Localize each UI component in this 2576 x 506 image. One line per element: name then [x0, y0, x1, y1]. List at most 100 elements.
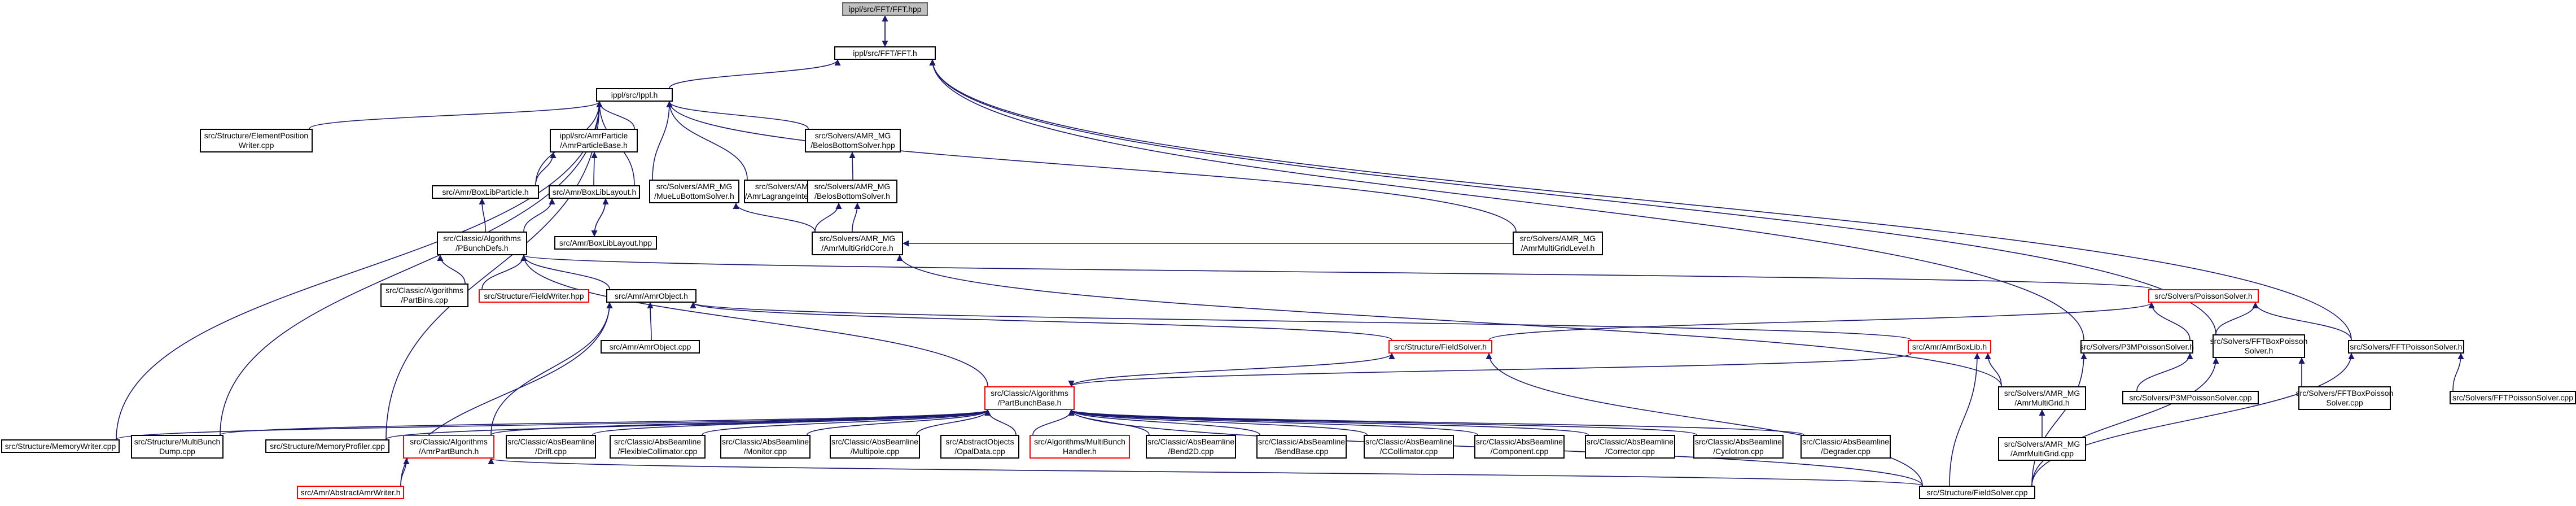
edge-fieldsolverh-to-poissonh — [1488, 302, 2155, 341]
node-bend2d-cpp[interactable]: src/Classic/AbsBeamline /Bend2D.cpp — [1146, 435, 1236, 459]
node-boxlib-layout-hpp[interactable]: src/Amr/BoxLibLayout.hpp — [554, 236, 657, 250]
node-multipole-cpp[interactable]: src/Classic/AbsBeamline /Multipole.cpp — [830, 435, 920, 459]
edge-pbunchdefs-to-boxlibl — [523, 198, 555, 232]
edge-amrpb-to-ipplh — [596, 101, 635, 129]
edge-fieldsolverh-to-amrobjh — [690, 302, 1392, 341]
node-amr-object-h[interactable]: src/Amr/AmrObject.h — [606, 289, 696, 303]
node-amr-particle-base-h[interactable]: ippl/src/AmrParticle /AmrParticleBase.h — [550, 129, 638, 152]
edge-amrobjcpp-to-amrobjh — [647, 302, 654, 341]
node-muelu-bottom-solver-h[interactable]: src/Solvers/AMR_MG /MueLuBottomSolver.h — [649, 180, 739, 203]
edge-boxlibl-to-boxliblhpp — [591, 198, 606, 237]
node-degrader-cpp[interactable]: src/Classic/AbsBeamline /Degrader.cpp — [1800, 435, 1891, 459]
edge-fieldsolvercpp-to-fftboxh — [2031, 357, 2219, 486]
edge-fieldsolvercpp-to-fieldsolverh — [1486, 352, 1923, 486]
node-opal-data-cpp[interactable]: src/AbstractObjects /OpalData.cpp — [940, 435, 1019, 459]
node-amr-multigrid-h[interactable]: src/Solvers/AMR_MG /AmrMultiGrid.h — [1998, 386, 2086, 410]
edge-memwriter-to-ipplh — [116, 101, 603, 440]
node-fft-hpp: ippl/src/FFT/FFT.hpp — [842, 2, 928, 16]
node-multibunch-handler-h[interactable]: src/Algorithms/MultiBunch Handler.h — [1029, 435, 1130, 459]
edge-poissonh-to-pbunchdefs — [521, 254, 2152, 290]
edge-mgcore-to-belh — [852, 202, 861, 232]
node-drift-cpp[interactable]: src/Classic/AbsBeamline /Drift.cpp — [506, 435, 596, 459]
edge-degrader-to-pbase — [1068, 409, 1804, 435]
edge-amrboxlibh-to-amrobjh — [690, 302, 1912, 341]
node-field-writer-hpp[interactable]: src/Structure/FieldWriter.hpp — [479, 289, 589, 303]
node-amr-part-bunch-h[interactable]: src/Classic/Algorithms /AmrPartBunch.h — [403, 435, 494, 459]
node-p3m-poisson-solver-cpp[interactable]: src/Solvers/P3MPoissonSolver.cpp — [2122, 391, 2259, 404]
node-boxlib-layout-h[interactable]: src/Amr/BoxLibLayout.h — [549, 185, 640, 199]
edge-corrector-to-pbase — [1068, 409, 1589, 435]
node-amr-multigrid-cpp[interactable]: src/Solvers/AMR_MG /AmrMultiGrid.cpp — [1998, 437, 2086, 461]
node-memory-writer-cpp[interactable]: src/Structure/MemoryWriter.cpp — [1, 439, 120, 453]
edge-boxlibp-to-amrpb — [535, 151, 557, 186]
node-field-solver-cpp[interactable]: src/Structure/FieldSolver.cpp — [1919, 486, 2035, 499]
edge-pbase-to-pbunchdefs — [520, 254, 988, 387]
node-cyclotron-cpp[interactable]: src/Classic/AbsBeamline /Cyclotron.cpp — [1693, 435, 1784, 459]
edge-component-to-pbase — [1068, 409, 1478, 435]
edge-ccoll-to-pbase — [1068, 409, 1368, 435]
node-amr-object-cpp[interactable]: src/Amr/AmrObject.cpp — [601, 340, 700, 354]
node-pbunch-defs-h[interactable]: src/Classic/Algorithms /PBunchDefs.h — [437, 232, 527, 255]
edge-fftpoissonh-to-poissonh — [2252, 302, 2352, 341]
edge-bendbase-to-pbase — [1068, 409, 1260, 435]
edge-p3mh-to-poissonh — [2148, 302, 2191, 341]
node-corrector-cpp[interactable]: src/Classic/AbsBeamline /Corrector.cpp — [1585, 435, 1675, 459]
node-poisson-solver-h[interactable]: src/Solvers/PoissonSolver.h — [2148, 289, 2259, 303]
edge-multibunchdump-to-ipplh — [220, 101, 603, 435]
node-ippl-h[interactable]: ippl/src/Ippl.h — [596, 88, 673, 102]
edge-pbase-to-fieldsolverh — [1071, 352, 1395, 387]
edge-monitor-to-pbase — [807, 409, 991, 435]
node-fft-box-poisson-solver-cpp[interactable]: src/Solvers/FFTBoxPoisson Solver.cpp — [2296, 386, 2393, 410]
edge-memprof-to-ipplh — [385, 101, 603, 440]
edge-amrboxlibh-to-pbase — [1068, 353, 1912, 387]
edge-mueluh-to-ipplh — [652, 101, 673, 180]
node-component-cpp[interactable]: src/Classic/AbsBeamline /Component.cpp — [1474, 435, 1565, 459]
edge-amrobjh-to-pbunchdefs — [520, 254, 610, 290]
edge-belhpp-to-ipplh — [666, 101, 809, 129]
dependency-edges — [116, 15, 2464, 486]
edge-fieldsolvercpp-to-amrboxlibh — [1949, 352, 1981, 486]
edge-fftpoissoncpp-to-fftpoissonh — [2452, 352, 2464, 391]
edge-mgh-to-amrboxlibh — [1984, 352, 2002, 387]
edge-fieldsolvercpp-to-p3mh — [2031, 352, 2087, 486]
node-boxlib-particle-h[interactable]: src/Amr/BoxLibParticle.h — [432, 185, 539, 199]
edge-memwriter-to-pbase — [116, 409, 991, 440]
edge-drift-to-pbase — [592, 409, 991, 435]
node-bend-base-cpp[interactable]: src/Classic/AbsBeamline /BendBase.cpp — [1256, 435, 1347, 459]
edge-mbhandler-to-pbase — [1032, 409, 1075, 435]
edge-p3mh-to-ffth — [929, 59, 2084, 341]
node-abstract-amr-writer-h[interactable]: src/Amr/AbstractAmrWriter.h — [297, 486, 404, 499]
node-memory-profiler-cpp[interactable]: src/Structure/MemoryProfiler.cpp — [265, 439, 389, 453]
edge-elem-to-ipplh — [309, 101, 603, 129]
node-fft-box-poisson-solver-h[interactable]: src/Solvers/FFTBoxPoisson Solver.h — [2210, 334, 2307, 358]
node-field-solver-h[interactable]: src/Structure/FieldSolver.h — [1388, 340, 1492, 354]
node-part-bunch-base-h[interactable]: src/Classic/Algorithms /PartBunchBase.h — [984, 386, 1075, 410]
node-ccollimator-cpp[interactable]: src/Classic/AbsBeamline /CCollimator.cpp — [1364, 435, 1454, 459]
node-amr-multigrid-level-h[interactable]: src/Solvers/AMR_MG /AmrMultiGridLevel.h — [1513, 232, 1603, 255]
edge-mglevel-to-ipplh — [666, 101, 1517, 232]
node-multibunch-dump-cpp[interactable]: src/Structure/MultiBunch Dump.cpp — [131, 435, 224, 459]
edge-amrpbunch-to-amrobjh — [490, 302, 613, 435]
edge-fieldwriter-to-pbunchdefs — [481, 254, 527, 290]
edge-pbunchdefs-to-boxlibp — [479, 198, 486, 232]
node-monitor-cpp[interactable]: src/Classic/AbsBeamline /Monitor.cpp — [720, 435, 811, 459]
edge-mgcore-to-mueluh — [733, 202, 816, 232]
edge-ipplh-to-ffth — [669, 59, 841, 89]
node-amr-boxlib-h[interactable]: src/Amr/AmrBoxLib.h — [1908, 340, 1991, 354]
node-fft-poisson-solver-h[interactable]: src/Solvers/FFTPoissonSolver.h — [2348, 340, 2464, 354]
edge-lagrangeh-to-ipplh — [666, 101, 748, 180]
node-belos-bottom-solver-hpp[interactable]: src/Solvers/AMR_MG /BelosBottomSolver.hp… — [805, 129, 901, 152]
node-p3m-poisson-solver-h[interactable]: src/Solvers/P3MPoissonSolver.h — [2080, 340, 2194, 354]
node-part-bins-cpp[interactable]: src/Classic/Algorithms /PartBins.cpp — [380, 283, 468, 307]
node-fft-poisson-solver-cpp[interactable]: src/Solvers/FFTPoissonSolver.cpp — [2450, 391, 2576, 404]
node-element-position-writer-cpp[interactable]: src/Structure/ElementPosition Writer.cpp — [200, 129, 313, 152]
edge-opaldata-to-pbase — [984, 409, 1017, 435]
node-belos-bottom-solver-h[interactable]: src/Solvers/AMR_MG /BelosBottomSolver.h — [807, 180, 897, 203]
node-amr-multigrid-core-h[interactable]: src/Solvers/AMR_MG /AmrMultiGridCore.h — [812, 232, 903, 255]
edge-flexcoll-to-pbase — [702, 409, 991, 435]
node-fft-h[interactable]: ippl/src/FFT/FFT.h — [834, 46, 936, 60]
edge-mgcore-to-lagrangeh — [814, 202, 842, 232]
edge-fftboxh-to-ffth — [929, 59, 2216, 335]
node-flexible-collimator-cpp[interactable]: src/Classic/AbsBeamline /FlexibleCollima… — [610, 435, 706, 459]
edge-fftpoissonh-to-ffth — [929, 59, 2352, 341]
